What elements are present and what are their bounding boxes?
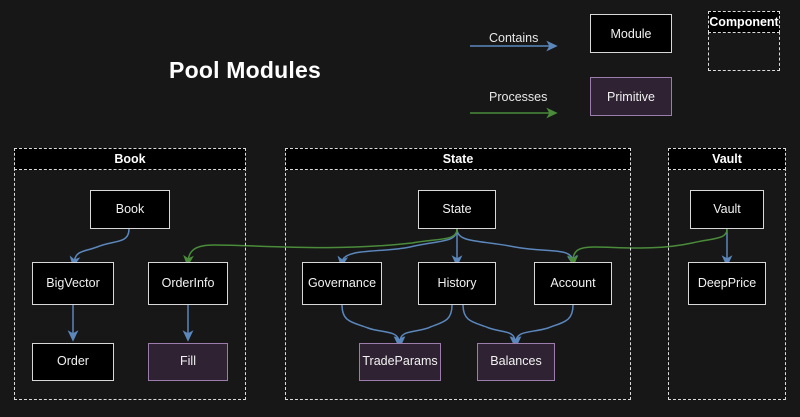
page-title: Pool Modules [169, 57, 321, 83]
node-vault[interactable]: Vault [690, 190, 764, 229]
legend-box-primitive: Primitive [590, 77, 672, 116]
component-state-header: State [285, 148, 631, 170]
node-balances[interactable]: Balances [477, 343, 555, 381]
node-bigvector[interactable]: BigVector [32, 262, 114, 305]
node-governance[interactable]: Governance [302, 262, 382, 305]
component-book-header: Book [14, 148, 246, 170]
node-tradeparams[interactable]: TradeParams [359, 343, 441, 381]
node-deepprice[interactable]: DeepPrice [688, 262, 766, 305]
legend-label-contains: Contains [489, 31, 539, 45]
node-orderinfo[interactable]: OrderInfo [148, 262, 228, 305]
node-history[interactable]: History [418, 262, 496, 305]
node-account[interactable]: Account [534, 262, 612, 305]
legend-box-module: Module [590, 14, 672, 53]
node-fill[interactable]: Fill [148, 343, 228, 381]
node-state[interactable]: State [418, 190, 496, 229]
node-order[interactable]: Order [32, 343, 114, 381]
node-book[interactable]: Book [90, 190, 170, 229]
component-vault-header: Vault [668, 148, 786, 170]
legend-label-processes: Processes [489, 90, 548, 104]
legend-component-header: Component [708, 11, 780, 33]
